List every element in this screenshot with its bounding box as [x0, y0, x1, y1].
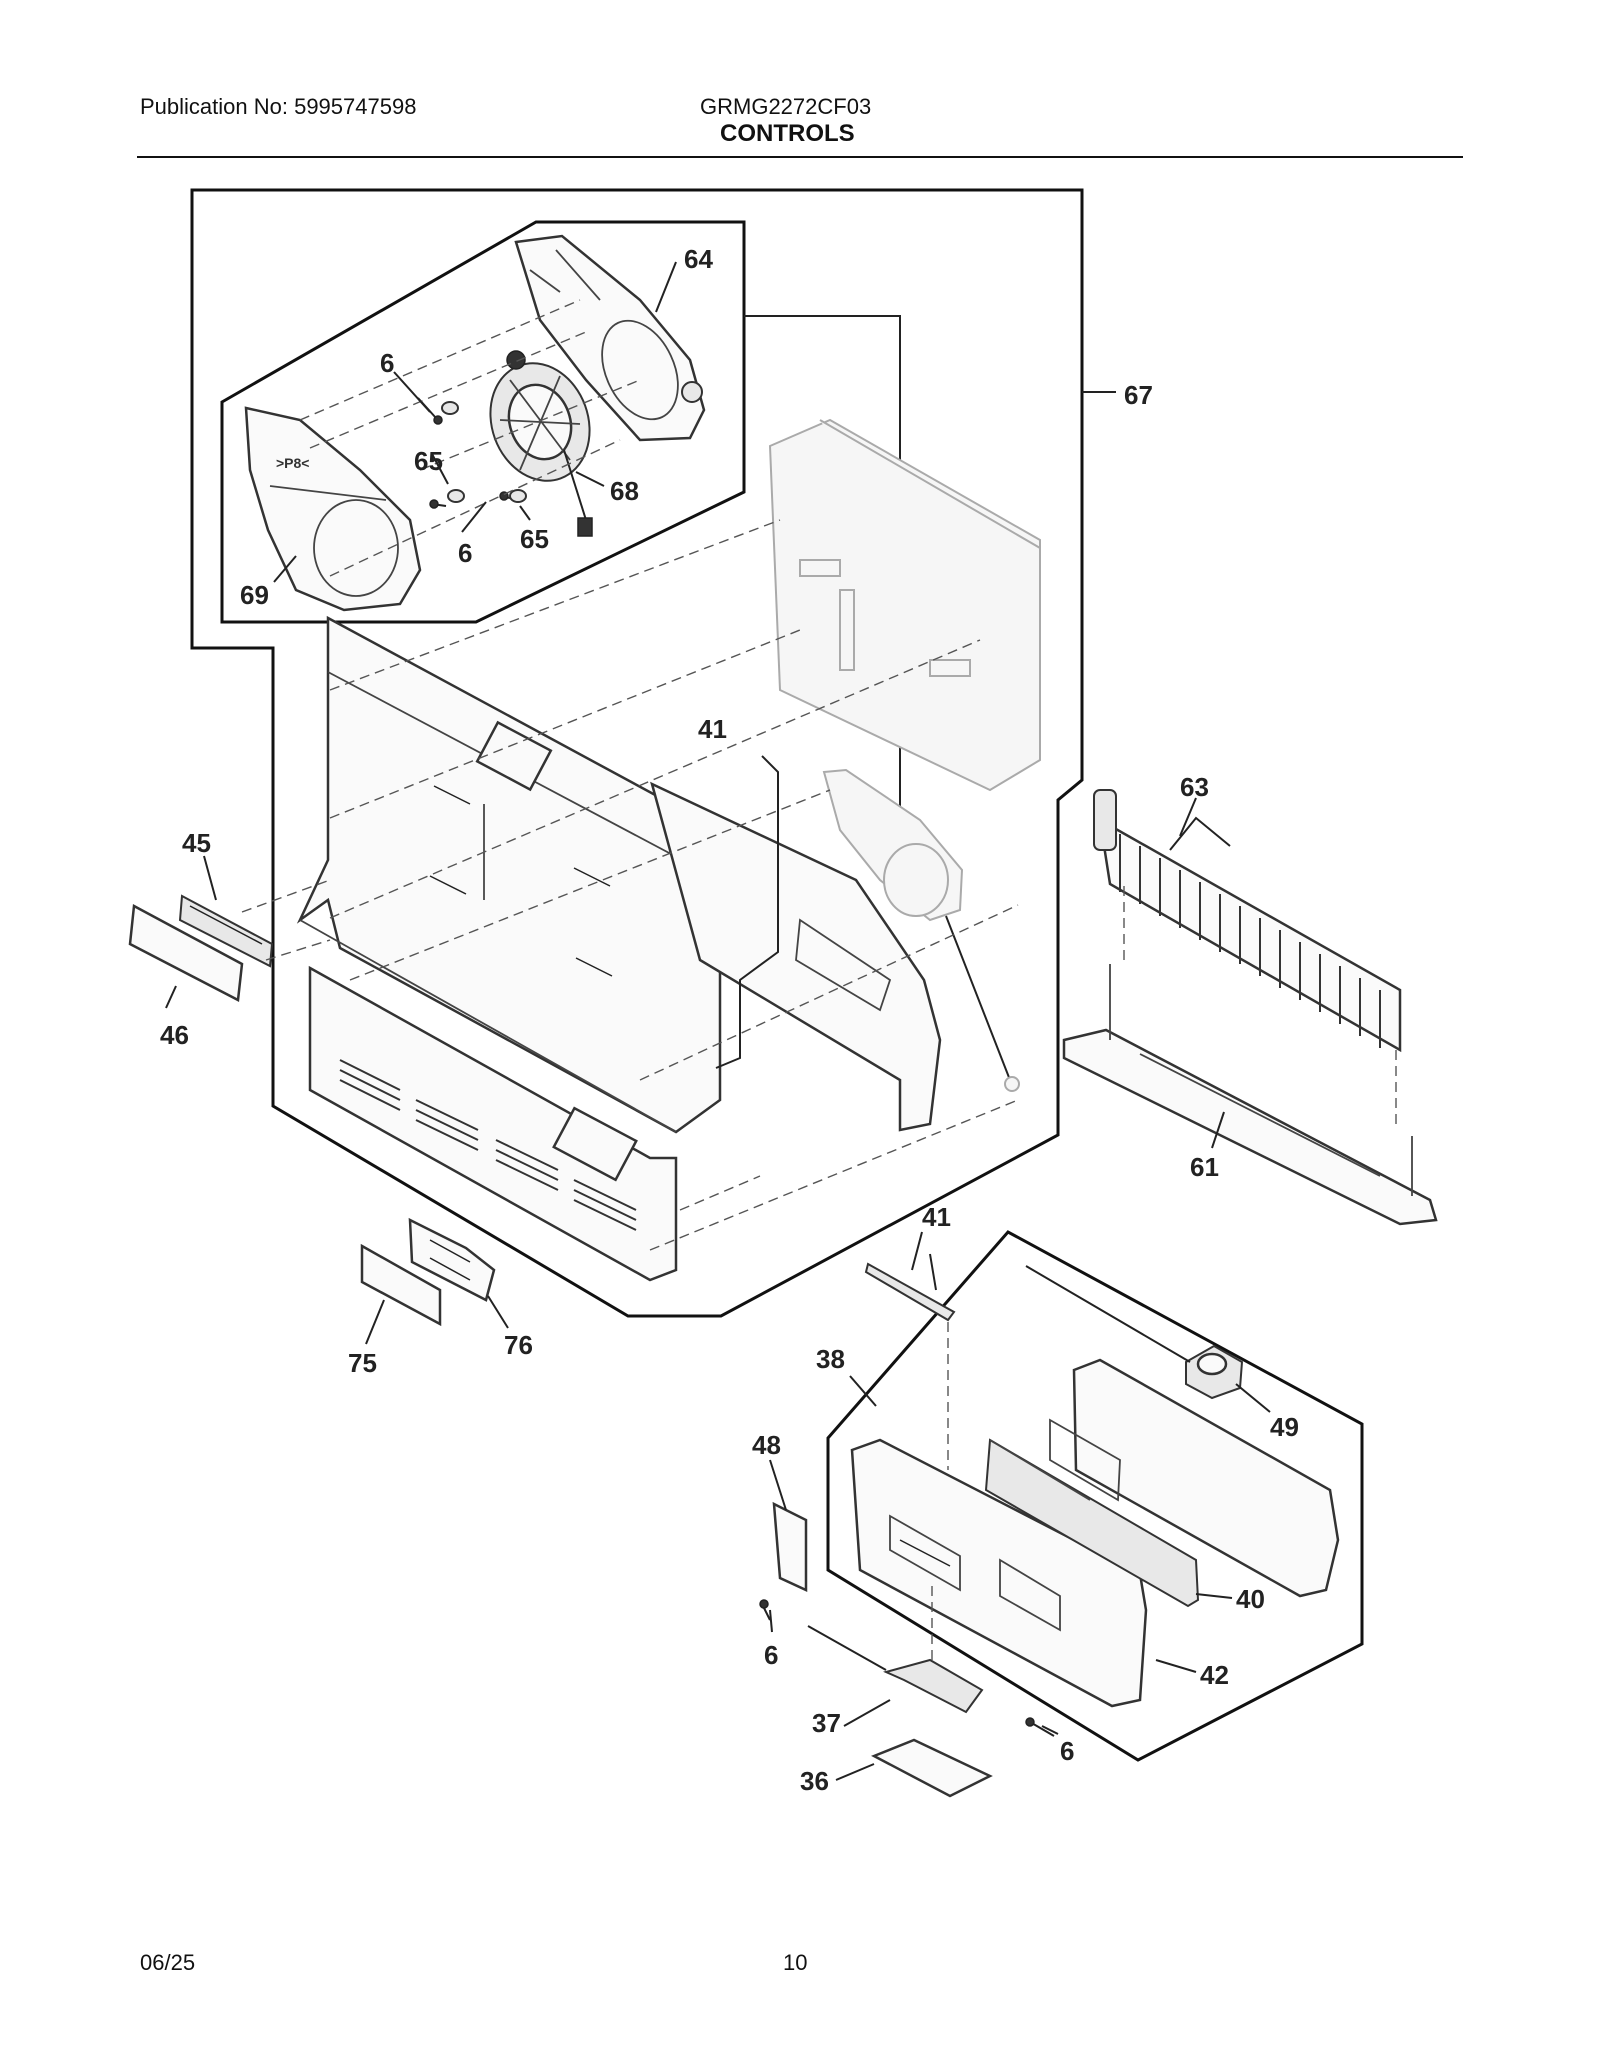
callout-65-lower: 65 — [520, 524, 549, 554]
fan-wheel-68 — [489, 350, 593, 537]
wire-harness-41-lower — [864, 1253, 956, 1322]
page-number: 10 — [783, 1950, 808, 1975]
leader-48 — [769, 1459, 787, 1511]
callout-42: 42 — [1200, 1660, 1229, 1690]
user-interface-receptacle-37 — [807, 1625, 984, 1714]
callout-49: 49 — [1270, 1412, 1299, 1442]
evaporator-coil-63 — [1093, 789, 1402, 1053]
callout-61: 61 — [1190, 1152, 1219, 1182]
callout-68: 68 — [610, 476, 639, 506]
callout-65-upper: 65 — [414, 446, 443, 476]
callout-67: 67 — [1124, 380, 1153, 410]
leader-6c — [769, 1609, 773, 1633]
callout-69: 69 — [240, 580, 269, 610]
callout-41-lower: 41 — [922, 1202, 951, 1232]
fan-housing-64 — [514, 234, 706, 442]
coil-alignment-lines — [1123, 886, 1397, 1130]
light-lens-46 — [128, 904, 244, 1002]
header-rule — [137, 156, 1463, 158]
callout-6-upper: 6 — [380, 348, 394, 378]
callout-38: 38 — [816, 1344, 845, 1374]
leader-38 — [849, 1375, 877, 1407]
callout-63: 63 — [1180, 772, 1209, 802]
lens-alignment-lines — [241, 879, 331, 961]
control-bracket-assembly — [1049, 1358, 1340, 1598]
main-alignment-lines — [329, 519, 1019, 1251]
callout-46: 46 — [160, 1020, 189, 1050]
section-title: CONTROLS — [720, 120, 855, 147]
leader-63 — [1179, 797, 1197, 837]
rear-air-duct-panel — [768, 418, 1041, 792]
evaporator-fan-housing — [822, 768, 1020, 1092]
blower-cover-69: >P8< — [244, 406, 422, 612]
leader-61 — [1211, 1111, 1225, 1149]
control-board-housing-42 — [850, 1438, 1148, 1708]
callout-76: 76 — [504, 1330, 533, 1360]
publication-number: Publication No: 5995747598 — [140, 94, 417, 119]
leader-6a — [393, 371, 431, 413]
light-switch-76 — [408, 1217, 496, 1302]
leader-68 — [575, 471, 605, 487]
leader-6b — [461, 501, 487, 533]
callout-48: 48 — [752, 1430, 781, 1460]
callout-37: 37 — [812, 1708, 841, 1738]
callout-6-mid: 6 — [458, 538, 472, 568]
leader-41b — [911, 1231, 923, 1271]
leader-40 — [1195, 1593, 1233, 1599]
leader-64 — [655, 261, 677, 313]
leader-45 — [203, 855, 217, 901]
screw-6-board-right — [1025, 1717, 1055, 1737]
condenser-fan-49 — [1025, 1265, 1244, 1400]
leader-65b — [519, 505, 531, 521]
damper-bracket-45 — [178, 894, 274, 968]
board-bracket-48 — [772, 1501, 808, 1592]
callout-36: 36 — [800, 1766, 829, 1796]
washer-65-upper — [441, 401, 465, 503]
screw-6-board-left — [759, 1599, 771, 1621]
blower-subassembly-box — [220, 220, 746, 624]
leader-49 — [1235, 1383, 1271, 1413]
defrost-heater-pan-61 — [1062, 964, 1438, 1226]
leader-65a — [431, 453, 449, 485]
washer-65-lower — [509, 489, 527, 503]
leader-42 — [1155, 1659, 1197, 1673]
assembly-outline-67 — [190, 188, 1084, 1318]
callout-6-board-left: 6 — [764, 1640, 778, 1670]
screw-6-lower — [429, 491, 511, 509]
main-control-board-40 — [984, 1438, 1200, 1608]
blower-alignment-lines — [299, 299, 641, 577]
lower-grille-panel — [308, 965, 678, 1282]
callout-41-upper: 41 — [698, 714, 727, 744]
callout-45: 45 — [182, 828, 211, 858]
callout-75: 75 — [348, 1348, 377, 1378]
model-number: GRMG2272CF03 — [700, 94, 872, 119]
leader-36 — [835, 1763, 875, 1781]
wire-harness-41-upper — [715, 755, 779, 1069]
leader-46 — [165, 985, 177, 1009]
leader-37 — [843, 1699, 891, 1727]
side-rail-bracket — [650, 781, 942, 1132]
callout-40: 40 — [1236, 1584, 1265, 1614]
airflow-arrow-marking-icon: >P8< — [276, 455, 309, 471]
leader-6d — [1041, 1725, 1059, 1735]
control-board-box-38 — [826, 1230, 1364, 1762]
publication-date: 06/25 — [140, 1950, 196, 1975]
leader-76 — [487, 1295, 509, 1329]
switch-cover-75 — [360, 1243, 442, 1327]
callout-64: 64 — [684, 244, 713, 274]
leader-69 — [273, 555, 297, 583]
receptacle-cover-36 — [871, 1738, 993, 1798]
leader-75 — [365, 1299, 385, 1345]
callout-6-board-right: 6 — [1060, 1736, 1074, 1766]
